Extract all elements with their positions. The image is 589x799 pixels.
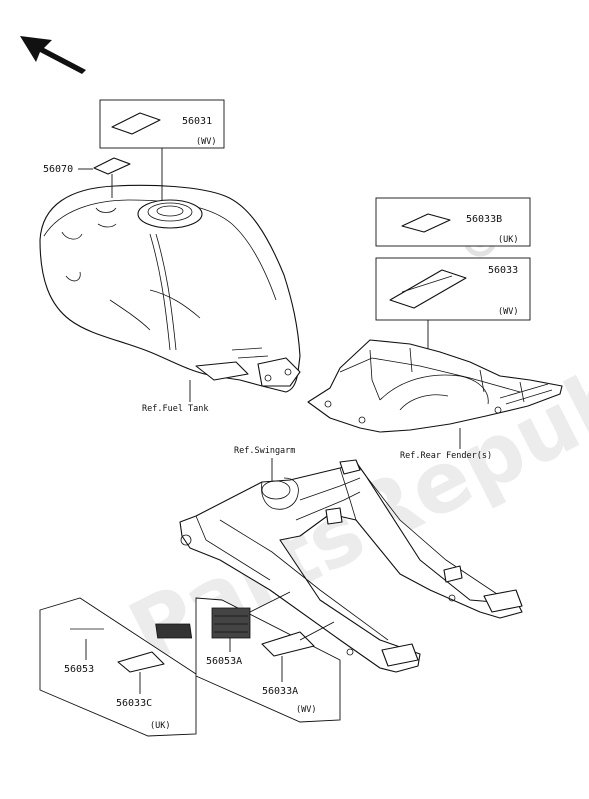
part-number-56031: 56031 — [182, 116, 212, 127]
label-box-56033 — [375, 257, 531, 321]
region-tag-uk-1: (UK) — [498, 235, 518, 245]
fuel-tank-drawing — [39, 184, 301, 393]
part-number-56033B: 56033B — [466, 214, 502, 225]
label-box-56033B — [375, 197, 531, 247]
swingarm-drawing — [179, 459, 523, 673]
part-number-56053: 56053 — [64, 664, 94, 675]
label-part-56033A — [261, 631, 315, 657]
part-number-56033A: 56033A — [262, 686, 298, 697]
group-box-uk — [39, 597, 197, 737]
region-tag-wv-2: (WV) — [498, 307, 518, 317]
part-number-56070: 56070 — [43, 164, 73, 175]
direction-arrow-icon — [20, 36, 86, 74]
part-number-56033C: 56033C — [116, 698, 152, 709]
ref-swingarm: Ref.Swingarm — [234, 446, 295, 456]
label-part-56053A — [211, 607, 251, 639]
label-part-56053 — [155, 623, 193, 639]
label-part-56070 — [93, 157, 131, 175]
leader-56033A-swingarm — [299, 621, 335, 641]
region-tag-uk-2: (UK) — [150, 721, 170, 731]
ref-fuel-tank: Ref.Fuel Tank — [142, 404, 209, 414]
label-part-56033-line — [401, 275, 453, 293]
rear-fender-drawing — [307, 339, 563, 433]
ref-rear-fender: Ref.Rear Fender(s) — [400, 451, 492, 461]
label-part-56033C — [117, 651, 165, 673]
part-number-56053A: 56053A — [206, 656, 242, 667]
region-tag-wv-1: (WV) — [196, 137, 216, 147]
part-number-56033: 56033 — [488, 265, 518, 276]
label-part-56031 — [111, 112, 161, 135]
region-tag-wv-3: (WV) — [296, 705, 316, 715]
label-part-56033 — [389, 269, 467, 309]
label-part-56033B — [401, 213, 451, 233]
leader-56053A-swingarm — [249, 591, 291, 613]
